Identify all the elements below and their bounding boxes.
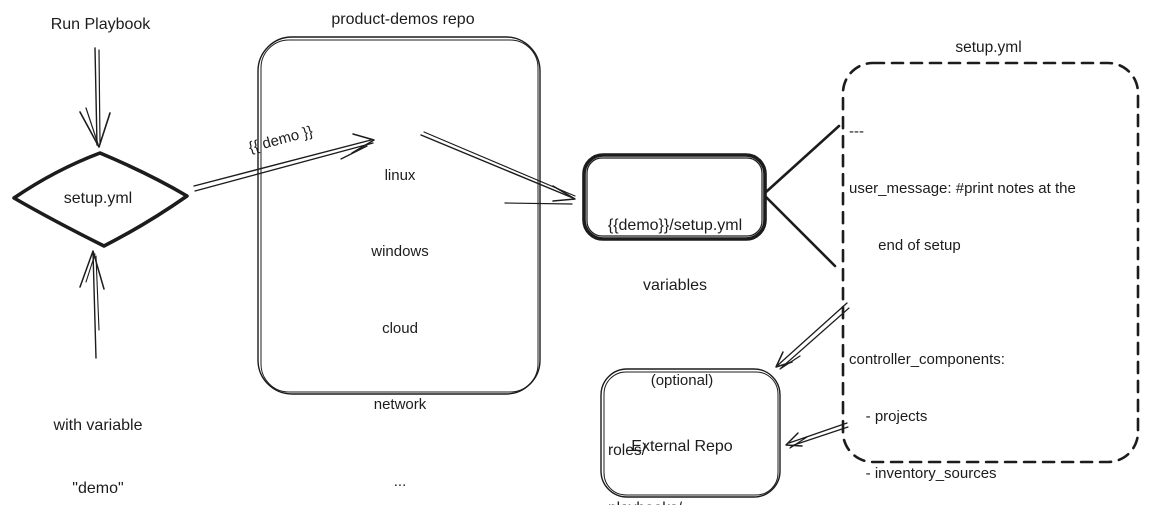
yaml-line: - projects [849, 407, 928, 425]
templates-to-external-arrow [785, 422, 849, 449]
repo-item-more: ... [393, 472, 407, 490]
with-variable-label: with variable "demo" [36, 373, 160, 505]
setup-yaml-content: --- user_message: #print notes at the en… [849, 84, 1137, 505]
external-repo-line: roles/ [608, 441, 646, 459]
external-repo-optional: (optional) [650, 372, 714, 389]
variables-box-line1: {{demo}}/setup.yml [607, 217, 743, 234]
repo-item-windows: windows [371, 243, 429, 260]
run-playbook-arrow [79, 47, 111, 148]
repo-item-cloud: cloud [382, 319, 418, 337]
yaml-line: end of setup [849, 236, 961, 254]
projects-to-external-arrow [775, 302, 850, 370]
product-demos-repo-box [257, 36, 541, 395]
yaml-line: - inventory_sources [849, 464, 997, 482]
with-variable-line2: "demo" [72, 480, 124, 497]
variables-box-line2: variables [642, 277, 708, 294]
external-repo-label: (optional) External Repo [606, 326, 758, 502]
yaml-line [849, 293, 1137, 313]
setup-yaml-dashed-box [841, 61, 1140, 464]
linux-to-variables-arrow [420, 131, 576, 205]
product-demos-repo-title: product-demos repo [331, 11, 475, 28]
with-variable-line1: with variable [53, 417, 143, 434]
repo-item-list: linux windows cloud network ... [330, 118, 470, 505]
with-variable-arrow [79, 250, 105, 359]
setup-yml-diamond [12, 151, 189, 248]
demo-arrow [193, 133, 375, 192]
external-repo-title: External Repo [631, 438, 733, 455]
yaml-line: controller_components: [849, 350, 1005, 368]
setup-yaml-title: setup.yml [955, 39, 1022, 56]
run-playbook-label: Run Playbook [50, 16, 151, 33]
external-repo-line: playbooks/ [608, 499, 768, 505]
setup-yml-diamond-label: setup.yml [63, 190, 133, 207]
yaml-line: user_message: #print notes at the [849, 179, 1076, 197]
repo-item-linux: linux [384, 166, 416, 184]
external-repo-content: roles/ playbooks/ .... [608, 402, 768, 505]
yaml-line: --- [849, 122, 864, 140]
external-repo-box [600, 368, 781, 498]
variables-box-label: {{demo}}/setup.yml variables [586, 176, 764, 336]
variables-to-setup-yaml-connectors [764, 124, 841, 268]
repo-item-network: network [373, 396, 427, 413]
